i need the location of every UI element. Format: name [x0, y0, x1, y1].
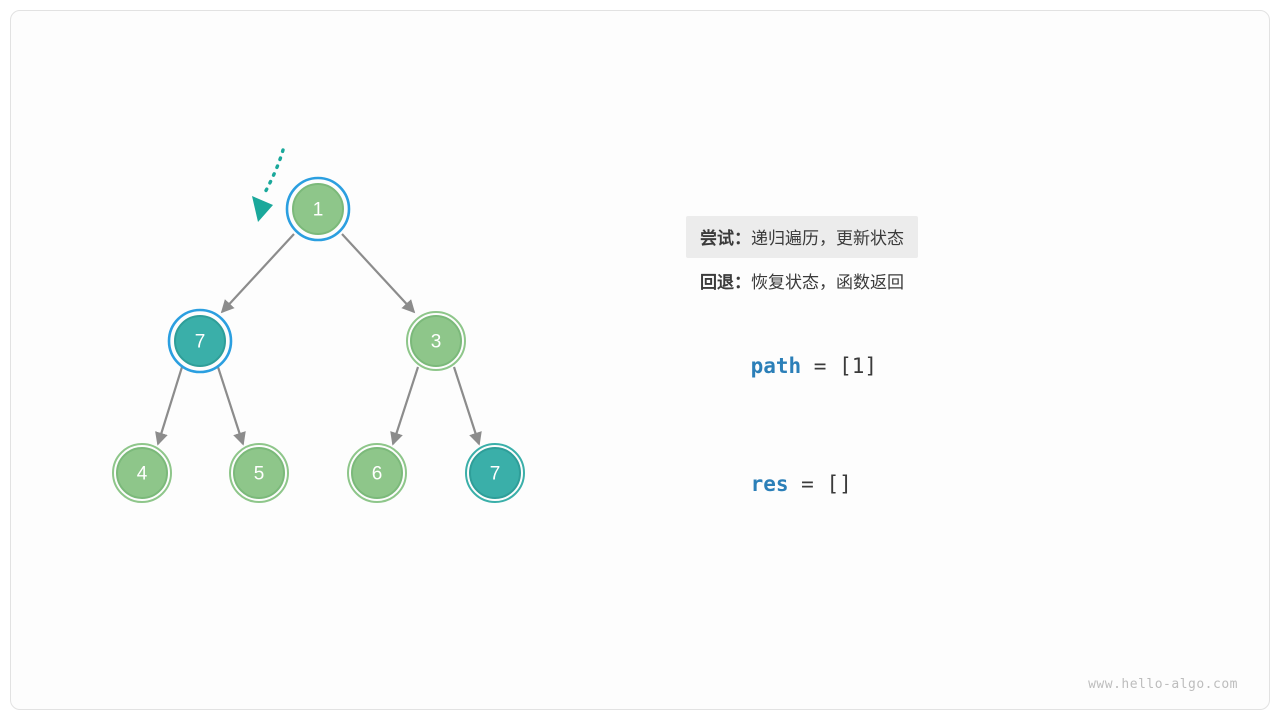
node-4-circle	[116, 447, 168, 499]
node-1-label: 1	[313, 200, 324, 221]
path-variable-value: = [1]	[801, 354, 878, 378]
state-panel: 尝试：递归遍历，更新状态 回退：恢复状态，函数返回	[686, 216, 1014, 302]
node-5-outer-ring	[229, 443, 289, 503]
node-1-circle	[292, 183, 344, 235]
node-7-left-circle	[174, 315, 226, 367]
res-variable-value: = []	[788, 472, 852, 496]
try-text: 递归遍历，更新状态	[751, 229, 904, 248]
node-5-label: 5	[254, 464, 265, 485]
node-4-outer-ring	[112, 443, 172, 503]
backtrack-text: 恢复状态，函数返回	[751, 273, 904, 292]
node-1-highlight-ring	[285, 176, 351, 242]
node-7-left-label: 7	[195, 332, 206, 353]
edge-1-3	[341, 233, 416, 314]
tree-node-3: 3	[406, 311, 466, 371]
edge-3-6	[390, 366, 420, 446]
node-5-circle	[233, 447, 285, 499]
tree-edges	[155, 233, 482, 446]
edge-7-4	[155, 366, 184, 446]
path-variable-name: path	[750, 354, 802, 378]
tree-node-6: 6	[347, 443, 407, 503]
backtrack-row: 回退：恢复状态，函数返回	[686, 260, 1014, 302]
tree-node-4: 4	[112, 443, 172, 503]
node-7-left-highlight-ring	[167, 308, 233, 374]
try-row: 尝试：递归遍历，更新状态	[686, 216, 1014, 258]
watermark: www.hello-algo.com	[1088, 677, 1238, 692]
node-3-outer-ring	[406, 311, 466, 371]
tree-node-7-left: 7	[167, 308, 233, 374]
node-7-right-circle	[469, 447, 521, 499]
path-state-line: path = [1]	[700, 330, 877, 402]
slide-frame	[10, 10, 1270, 710]
node-4-label: 4	[137, 464, 148, 485]
edge-3-7	[452, 366, 482, 446]
backtrack-label: 回退：	[700, 273, 751, 292]
res-variable-name: res	[750, 472, 789, 496]
node-6-circle	[351, 447, 403, 499]
tree-node-5: 5	[229, 443, 289, 503]
tree-node-1: 1	[285, 176, 351, 242]
node-6-outer-ring	[347, 443, 407, 503]
node-7-right-outer-ring	[465, 443, 525, 503]
node-7-right-label: 7	[490, 464, 501, 485]
entry-pointer-icon	[252, 148, 285, 222]
node-3-label: 3	[431, 332, 442, 353]
edge-7-5	[216, 366, 246, 446]
res-state-line: res = []	[700, 448, 852, 520]
edge-1-7	[220, 233, 295, 314]
node-6-label: 6	[372, 464, 383, 485]
node-3-circle	[410, 315, 462, 367]
tree-node-7-right: 7	[465, 443, 525, 503]
try-label: 尝试：	[700, 229, 751, 248]
